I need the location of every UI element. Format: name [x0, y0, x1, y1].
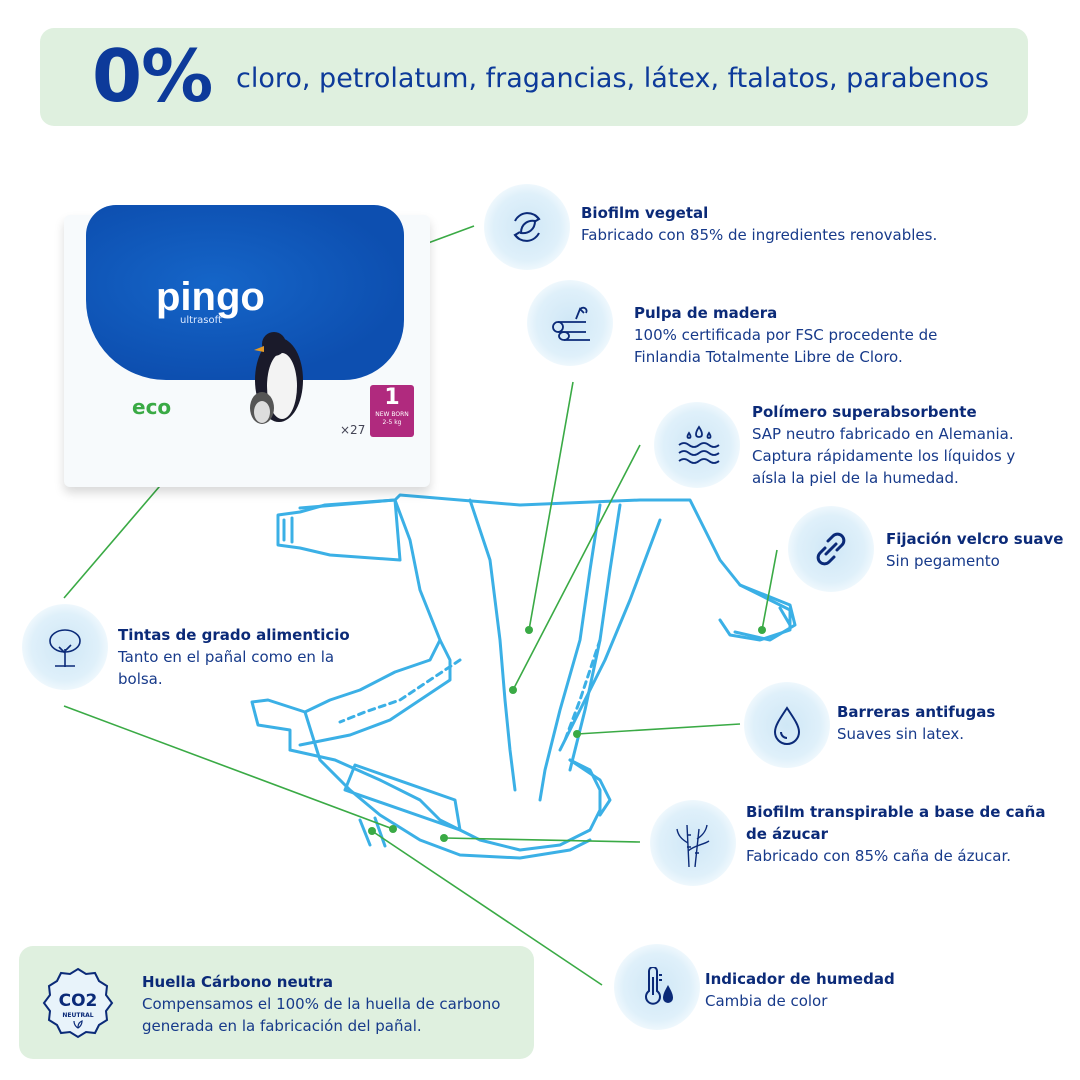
polimero-icon-bubble — [654, 402, 740, 488]
feature-pulpa-de-madera: Pulpa de madera 100% certificada por FSC… — [634, 302, 974, 368]
tree-icon — [49, 629, 81, 667]
feature-barreras: Barreras antifugas Suaves sin latex. — [837, 701, 1057, 745]
feature-title: Polímero superabsorbente — [752, 403, 977, 421]
feature-text: SAP neutro fabricado en Alemania. Captur… — [752, 425, 1016, 487]
feature-text: Compensamos el 100% de la huella de carb… — [142, 995, 501, 1035]
feature-title: Tintas de grado alimenticio — [118, 626, 350, 644]
co2-neutral-icon: CO2 NEUTRAL — [42, 967, 114, 1039]
feature-humedad: Indicador de humedad Cambia de color — [705, 968, 965, 1012]
feature-text: Fabricado con 85% caña de ázucar. — [746, 847, 1012, 865]
feature-title: Pulpa de madera — [634, 304, 778, 322]
feature-title: Biofilm vegetal — [581, 204, 709, 222]
package-count: ×27 — [340, 423, 366, 437]
carbon-neutral-box: CO2 NEUTRAL Huella Cárbono neutra Compen… — [19, 946, 534, 1059]
feature-text: 100% certificada por FSC procedente de F… — [634, 326, 938, 366]
co2-neutral-text: NEUTRAL — [62, 1012, 93, 1019]
co2-text: CO2 — [59, 991, 98, 1011]
feature-cana-azucar: Biofilm transpirable a base de caña de á… — [746, 801, 1046, 867]
ingredients-list: cloro, petrolatum, fragancias, látex, ft… — [236, 63, 989, 94]
size-badge: 1 NEW BORN 2-5 kg — [370, 385, 414, 437]
water-drop-icon — [773, 706, 801, 745]
velcro-icon-bubble — [788, 506, 874, 592]
feature-text: Fabricado con 85% de ingredientes renova… — [581, 226, 938, 244]
water-drops-icon — [678, 425, 720, 464]
feature-text: Sin pegamento — [886, 552, 1000, 570]
chain-link-icon — [816, 532, 846, 566]
feature-tintas: Tintas de grado alimenticio Tanto en el … — [118, 624, 378, 690]
tintas-icon-bubble — [22, 604, 108, 690]
ingredients-banner: 0% cloro, petrolatum, fragancias, látex,… — [40, 28, 1028, 126]
feature-title: Biofilm transpirable a base de caña de á… — [746, 803, 1046, 843]
humedad-icon-bubble — [614, 944, 700, 1030]
size-label: NEW BORN — [375, 411, 409, 418]
feature-polimero: Polímero superabsorbente SAP neutro fabr… — [752, 401, 1052, 489]
product-package: pingo ultrasoft eco 1 NEW BORN 2-5 kg ×2… — [64, 205, 434, 495]
barreras-icon-bubble — [744, 682, 830, 768]
sugar-cane-icon — [676, 824, 710, 867]
feature-huella-carbono: Huella Cárbono neutra Compensamos el 100… — [142, 971, 532, 1037]
brand-subtitle: ultrasoft — [180, 315, 222, 326]
cana-icon-bubble — [650, 800, 736, 886]
size-weight: 2-5 kg — [382, 419, 402, 426]
feature-biofilm-vegetal: Biofilm vegetal Fabricado con 85% de ing… — [581, 202, 1001, 246]
feature-text: Tanto en el pañal como en la bolsa. — [118, 648, 335, 688]
recycle-leaf-icon — [513, 212, 541, 242]
feature-text: Cambia de color — [705, 992, 828, 1010]
thermometer-drop-icon — [645, 967, 673, 1005]
wood-logs-icon — [552, 306, 590, 341]
penguin-icon — [250, 332, 303, 424]
feature-velcro: Fijación velcro suave Sin pegamento — [886, 528, 1076, 572]
feature-text: Suaves sin latex. — [837, 725, 965, 743]
brand-logo: pingo — [156, 275, 265, 319]
pulpa-icon-bubble — [527, 280, 613, 366]
feature-title: Fijación velcro suave — [886, 530, 1064, 548]
zero-percent: 0% — [92, 34, 213, 118]
diaper-outline — [250, 493, 797, 860]
biofilm-vegetal-icon-bubble — [484, 184, 570, 270]
size-number: 1 — [384, 385, 400, 410]
feature-title: Barreras antifugas — [837, 703, 996, 721]
eco-label: eco — [132, 395, 172, 419]
feature-title: Indicador de humedad — [705, 970, 895, 988]
package-blue-panel — [86, 205, 404, 380]
feature-title: Huella Cárbono neutra — [142, 973, 334, 991]
